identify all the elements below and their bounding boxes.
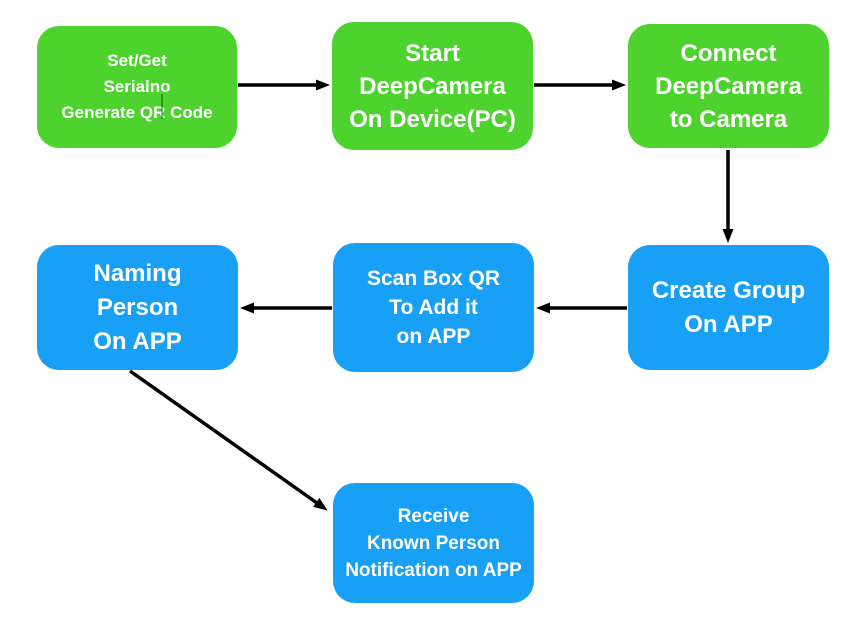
node-line: Naming (93, 259, 182, 287)
node-line: On APP (684, 310, 773, 338)
node-line: to Camera (669, 105, 788, 133)
node-scan-box-qr: Scan Box QR To Add it on APP (333, 243, 534, 372)
node-line: DeepCamera (359, 72, 506, 100)
node-start-deepcamera: Start DeepCamera On Device(PC) (332, 22, 533, 150)
node-line: DeepCamera (655, 72, 802, 100)
node-line: Scan Box QR (366, 267, 501, 290)
node-line: To Add it (389, 296, 478, 319)
arrow-naming-to-receive (128, 369, 328, 511)
node-line: On APP (93, 327, 182, 355)
node-line: Start (405, 39, 460, 67)
node-line: Set/Get (107, 51, 167, 70)
node-line: Person (96, 293, 179, 321)
node-line: Generate QR Code (61, 103, 213, 122)
node-create-group: Create Group On APP (628, 245, 829, 370)
node-line: Connect (680, 39, 777, 67)
node-line: Receive (397, 505, 470, 527)
node-line: On Device(PC) (349, 105, 516, 133)
node-set-get-serialno: Set/Get Serialno Generate QR Code (37, 26, 237, 148)
node-receive-notification: Receive Known Person Notification on APP (333, 483, 534, 603)
text-caret (161, 94, 163, 119)
node-line: Create Group (651, 276, 806, 304)
node-line: Known Person (366, 532, 500, 554)
node-connect-deepcamera: Connect DeepCamera to Camera (628, 24, 829, 148)
node-line: Notification on APP (345, 559, 522, 581)
node-line: on APP (396, 325, 471, 348)
node-line: Serialno (103, 77, 171, 96)
node-naming-person: Naming Person On APP (37, 245, 238, 370)
